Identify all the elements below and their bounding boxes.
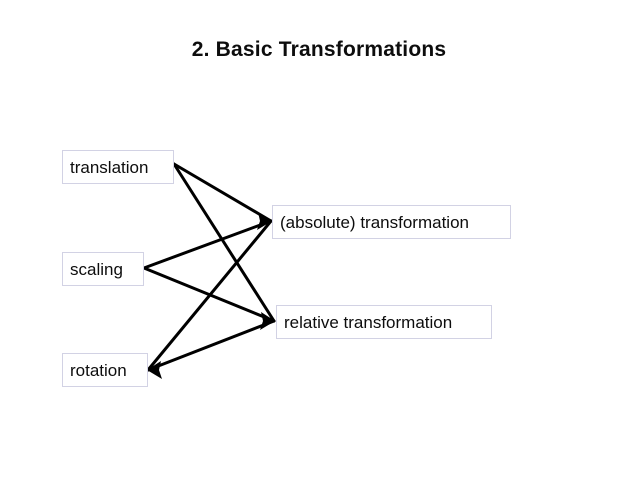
page-title: 2. Basic Transformations: [191, 38, 447, 61]
edge-scaling-absolute: [142, 219, 273, 270]
edge-rotation-absolute: [146, 219, 273, 372]
arrowhead-into-rotation: [147, 361, 162, 379]
node-absolute-transformation[interactable]: (absolute) transformation: [272, 205, 511, 239]
edge-rotation-relative: [146, 319, 276, 372]
edge-translation-relative: [172, 162, 276, 323]
edge-translation-absolute: [172, 162, 273, 223]
node-translation[interactable]: translation: [62, 150, 174, 184]
node-rotation[interactable]: rotation: [62, 353, 148, 387]
node-absolute-transformation-label: (absolute) transformation: [280, 212, 469, 232]
node-relative-transformation[interactable]: relative transformation: [276, 305, 492, 339]
node-scaling-label: scaling: [70, 259, 123, 279]
arrowhead-into-absolute: [257, 212, 272, 230]
arrowhead-into-relative: [260, 312, 275, 330]
node-relative-transformation-label: relative transformation: [284, 312, 453, 332]
node-rotation-label: rotation: [70, 360, 127, 380]
node-translation-label: translation: [70, 157, 149, 177]
node-scaling[interactable]: scaling: [62, 252, 144, 286]
